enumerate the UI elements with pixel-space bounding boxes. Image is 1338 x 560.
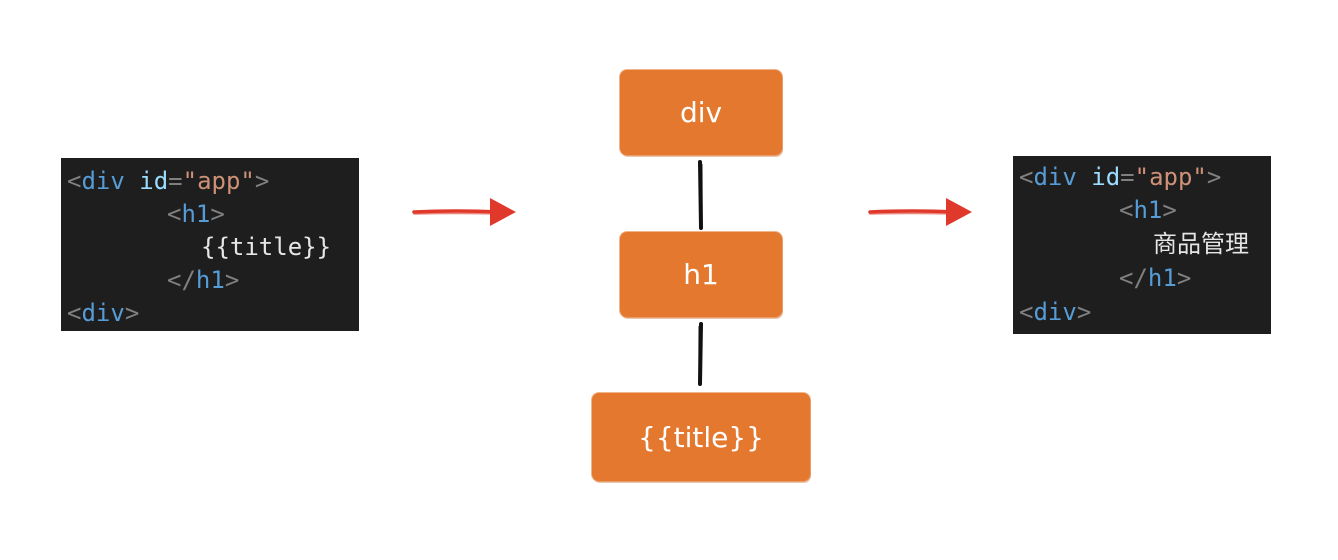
code-line-interpolation: {{title}} xyxy=(201,233,332,261)
tree-node-label: {{title}} xyxy=(638,420,764,454)
code-line-h1-open: <h1> xyxy=(167,200,225,228)
tree-connector-div-h1 xyxy=(698,160,703,230)
arrow-left-icon xyxy=(412,198,516,226)
tree-node-label: div xyxy=(679,96,723,129)
tree-node-label: h1 xyxy=(683,258,719,291)
code-line-div-open: <div id="app"> xyxy=(67,167,270,195)
code-line-h1-open: <h1> xyxy=(1119,196,1177,224)
code-line-div-close: <div> xyxy=(1019,298,1092,326)
arrow-right-icon xyxy=(868,198,972,226)
code-line-div-open: <div id="app"> xyxy=(1019,163,1222,191)
tree-connector-h1-title xyxy=(698,322,703,386)
code-line-h1-close: </h1> xyxy=(167,266,240,294)
code-line-div-close: <div> xyxy=(67,299,140,327)
code-line-rendered-text: 商品管理 xyxy=(1153,230,1249,258)
tree-node-div: div xyxy=(620,70,782,155)
template-code-block: <div id="app"> <h1> {{title}} </h1> <div… xyxy=(61,158,359,331)
code-line-h1-close: </h1> xyxy=(1119,264,1192,292)
tree-node-h1: h1 xyxy=(620,232,782,317)
rendered-code-block: <div id="app"> <h1> 商品管理 </h1> <div> xyxy=(1013,156,1271,334)
tree-node-title: {{title}} xyxy=(592,393,810,481)
